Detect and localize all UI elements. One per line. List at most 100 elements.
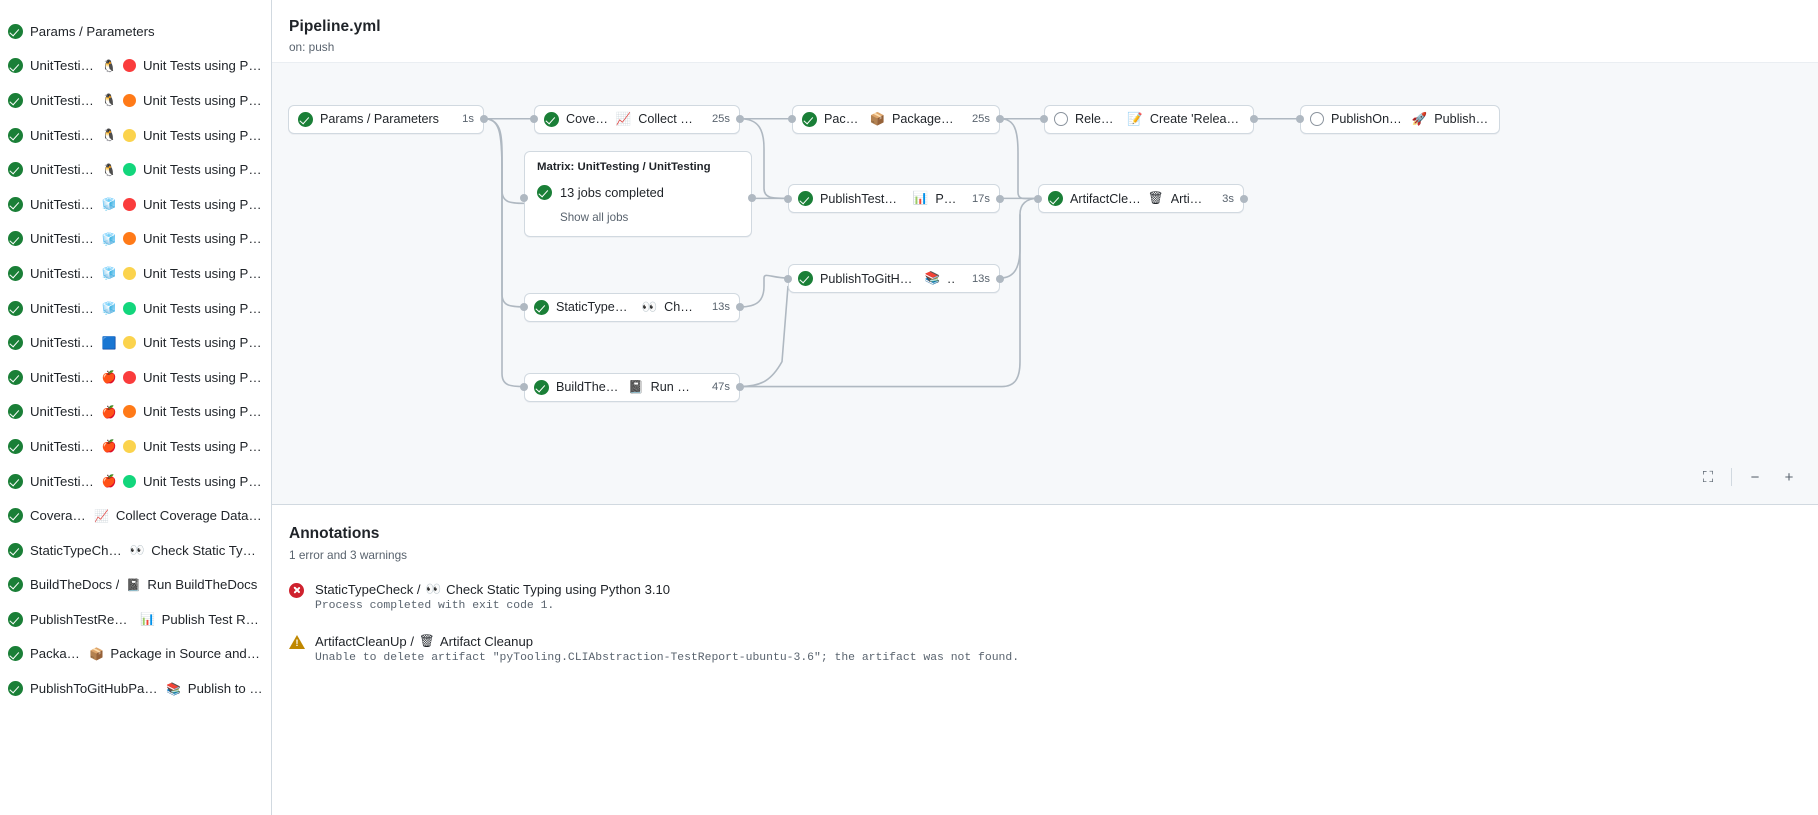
show-all-jobs-link[interactable]: Show all jobs [560,210,629,224]
graph-node-artifactcleanup[interactable]: ArtifactCleanUp / 🗑Artifac...3s [1038,184,1244,214]
graph-node-statictypecheck[interactable]: StaticTypeCheck / 👀Chec...13s [524,292,740,322]
success-check-icon [8,196,23,212]
python-version-dot-icon [123,301,137,315]
graph-node-publishtestresults[interactable]: PublishTestResults / 📊Pu...17s [787,184,1000,214]
os-emoji-icon: 📓 [125,577,141,592]
sidebar-job-step-label: Unit Tests using Pyth... [143,231,263,247]
graph-node-duration: 13s [711,301,730,314]
os-emoji-icon: 🧊 [101,231,117,246]
sidebar-job-item[interactable]: UnitTesting / 🟦Unit Tests using Pyth... [0,325,271,360]
sidebar-job-name: Package / [30,646,82,662]
success-check-icon [797,191,813,207]
sidebar-job-item[interactable]: UnitTesting / 🧊Unit Tests using Pyth... [0,291,271,326]
graph-node-buildthedocs[interactable]: BuildTheDocs / 📓Run Buil...47s [524,372,740,402]
fit-to-screen-icon[interactable]: ⛶ [1702,468,1714,486]
os-emoji-icon: 🐧 [101,162,117,177]
graph-node-publishtogithubpages[interactable]: PublishToGitHubPages / 📚...13s [787,264,1000,294]
success-check-icon [8,611,23,627]
success-check-icon [8,162,23,178]
sidebar-job-name: UnitTesting / [30,438,96,454]
success-check-icon [297,111,313,127]
graph-node-duration: 13s [971,272,990,285]
success-check-icon [534,299,549,315]
sidebar-job-item[interactable]: PublishToGitHubPages / 📚Publish to G... [0,671,271,706]
graph-node-emoji-icon: 🚀 [1411,111,1428,126]
sidebar-job-item[interactable]: Coverage / 📈Collect Coverage Data usi... [0,498,271,533]
os-emoji-icon: 🧊 [101,266,117,281]
workflow-graph-card: Pipeline.yml on: push [272,0,1818,505]
sidebar-job-step-label: Run BuildTheDocs [147,577,258,593]
graph-node-port-left [520,303,528,312]
graph-node-port-right [996,274,1004,283]
sidebar-job-item[interactable]: UnitTesting / 🐧Unit Tests using Pyth... [0,83,271,118]
graph-node-step-name: Package in So... [892,112,955,127]
graph-node-step-name: Run Buil... [650,380,695,395]
zoom-out-button[interactable]: − [1750,468,1760,486]
graph-node-publishonpypi[interactable]: PublishOnPyPI / 🚀Publish to ... [1300,104,1500,134]
sidebar-job-item[interactable]: Package / 📦Package in Source and Wh... [0,637,271,672]
graph-node-step-name: ... [947,271,955,286]
sidebar-job-name: Params / Parameters [30,23,155,39]
zoom-in-button[interactable]: + [1784,468,1794,486]
graph-header: Pipeline.yml on: push [272,0,1818,54]
sidebar-job-item[interactable]: UnitTesting / 🧊Unit Tests using Pyth... [0,256,271,291]
graph-node-port-left [1034,194,1042,203]
graph-node-emoji-icon: 📓 [628,379,644,394]
success-check-icon [802,111,817,127]
sidebar-job-item[interactable]: PublishTestResults / 📊Publish Test Resu.… [0,602,271,637]
sidebar-job-item[interactable]: StaticTypeCheck / 👀Check Static Typing..… [0,533,271,568]
sidebar-job-item[interactable]: UnitTesting / 🐧Unit Tests using Pyth... [0,152,271,187]
graph-node-package[interactable]: Package / 📦Package in So...25s [792,104,1000,134]
sidebar-job-item[interactable]: UnitTesting / 🍎Unit Tests using Pyth... [0,429,271,464]
os-emoji-icon: 📈 [94,508,110,523]
graph-node-job-name: PublishToGitHubPages / [819,271,918,286]
annotation-level-icon [289,583,305,612]
sidebar-job-name: UnitTesting / [30,369,96,385]
sidebar-job-item[interactable]: Params / Parameters [0,14,271,49]
graph-node-job-name: Params / Parameters [319,112,439,127]
sidebar-job-item[interactable]: UnitTesting / 🐧Unit Tests using Pyth... [0,49,271,84]
annotation-row[interactable]: StaticTypeCheck / 👀Check Static Typing u… [289,582,1818,612]
graph-node-duration: 3s [1222,192,1234,205]
graph-node-step-name: Artifac... [1170,191,1206,206]
pending-circle-icon [1310,112,1324,127]
sidebar-job-item[interactable]: UnitTesting / 🐧Unit Tests using Pyth... [0,118,271,153]
success-check-icon [8,508,23,524]
sidebar-job-item[interactable]: UnitTesting / 🍎Unit Tests using Pyth... [0,464,271,499]
graph-node-port-right [996,194,1004,203]
sidebar-job-name: PublishToGitHubPages / [30,681,160,697]
graph-node-duration: 25s [711,113,730,126]
success-check-icon [8,231,23,247]
graph-node-release[interactable]: Release / 📝Create 'Release P... [1044,104,1254,134]
annotation-message: Unable to delete artifact "pyTooling.CLI… [315,652,1020,664]
annotation-row[interactable]: ArtifactCleanUp / 🗑Artifact CleanupUnabl… [289,634,1818,664]
sidebar-job-item[interactable]: UnitTesting / 🍎Unit Tests using Pyth... [0,395,271,430]
annotation-step-name: Check Static Typing using Python 3.10 [446,582,671,597]
annotation-emoji-icon: 🗑 [418,634,435,648]
graph-node-coverage[interactable]: Coverage / 📈Collect Cove...25s [534,104,740,134]
os-emoji-icon: 🧊 [101,301,117,316]
graph-node-port-left [1040,115,1048,124]
sidebar-job-item[interactable]: UnitTesting / 🧊Unit Tests using Pyth... [0,187,271,222]
graph-node-job-name: Coverage / [566,112,609,127]
sidebar-job-item[interactable]: UnitTesting / 🧊Unit Tests using Pyth... [0,222,271,257]
success-check-icon [8,300,23,316]
success-check-icon [8,438,23,454]
sidebar-job-name: UnitTesting / [30,335,96,351]
graph-node-emoji-icon: 📈 [615,111,632,126]
sidebar-job-step-label: Publish Test Resu... [161,611,263,627]
zoom-controls[interactable]: ⛶ − + [1697,466,1800,488]
annotation-job-name: ArtifactCleanUp / [315,634,414,649]
os-emoji-icon: 🍎 [101,370,117,385]
annotations-title: Annotations [289,525,380,542]
graph-node-job-name: BuildTheDocs / [556,380,621,395]
annotation-header: StaticTypeCheck / 👀Check Static Typing u… [315,582,670,597]
sidebar-job-item[interactable]: BuildTheDocs / 📓Run BuildTheDocs [0,568,271,603]
sidebar-job-item[interactable]: UnitTesting / 🍎Unit Tests using Pyth... [0,360,271,395]
graph-node-port-right [736,115,744,124]
graph-node-port-left [529,115,538,124]
